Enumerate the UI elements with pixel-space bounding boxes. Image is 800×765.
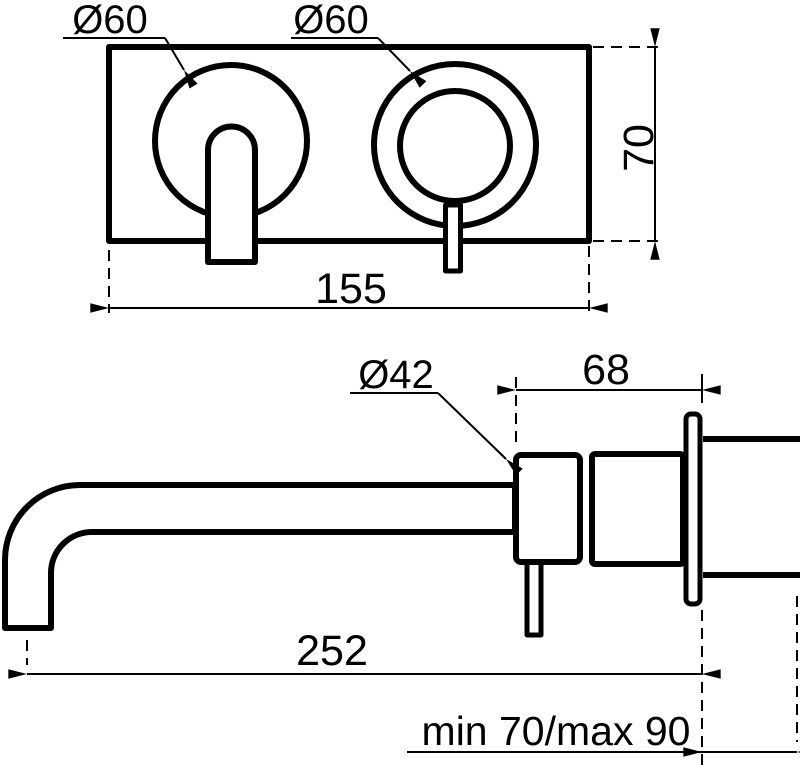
body-rear-block (589, 451, 686, 567)
plate-width-label: 155 (315, 265, 387, 313)
wall-depth-range-label: min 70/max 90 (422, 708, 691, 754)
side-view-dimensions: Ø42 68 252 min 70/max 90 (8, 346, 800, 765)
cartridge-front-block (513, 452, 583, 565)
right-handle-stick (443, 202, 463, 274)
spout-reach-label: 252 (296, 627, 368, 675)
plate-height-label: 70 (615, 124, 663, 172)
right-diameter-leader (377, 37, 427, 88)
front-view (106, 44, 592, 274)
wall-flange (683, 411, 703, 607)
left-diameter-label: Ø60 (72, 0, 148, 42)
side-handle-stick (524, 555, 544, 638)
body-diameter-label: Ø42 (358, 353, 434, 397)
front-view-dimensions: Ø60 Ø60 155 70 (63, 0, 663, 313)
side-view (2, 411, 800, 638)
body-diameter-leader (437, 392, 523, 476)
right-diameter-label: Ø60 (293, 0, 369, 42)
right-handle-ring (397, 88, 513, 204)
spout (2, 482, 518, 631)
body-depth-label: 68 (582, 346, 630, 394)
left-lever-handle (205, 123, 258, 265)
in-wall-body (703, 436, 800, 578)
left-diameter-leader (164, 37, 198, 89)
